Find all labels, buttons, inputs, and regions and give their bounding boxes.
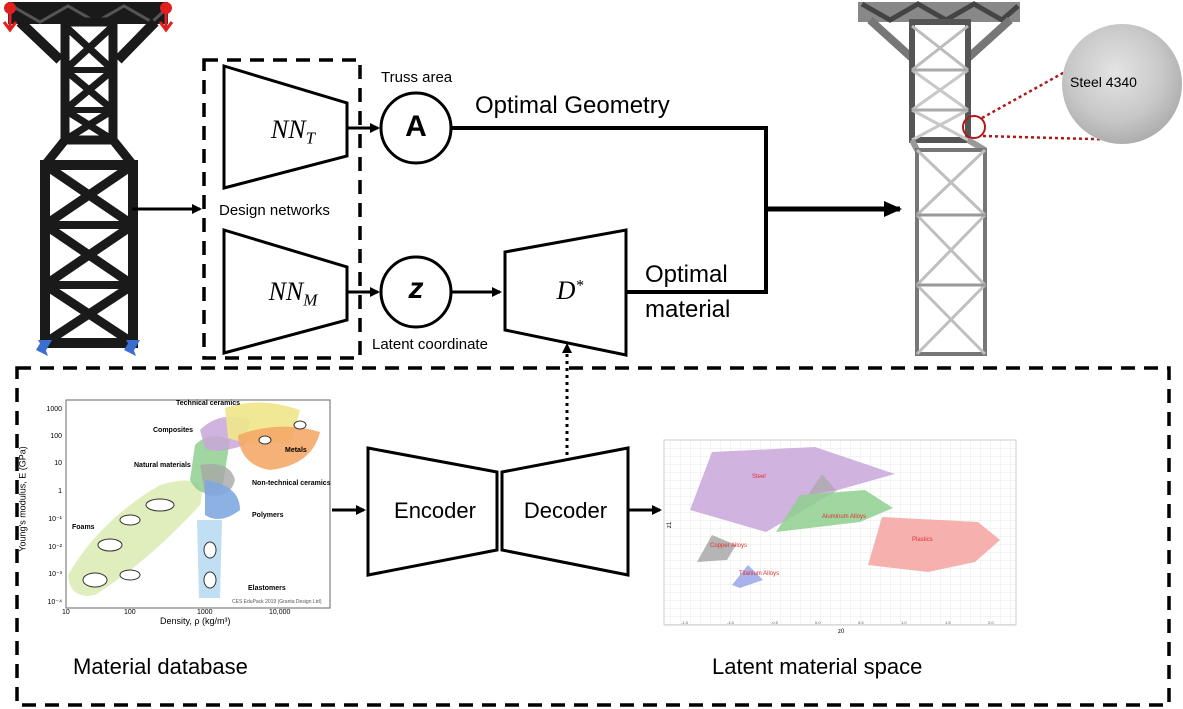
ashby-region-label: Non-technical ceramics	[252, 480, 331, 487]
optimal-material-label-1: Optimal	[645, 261, 728, 288]
decoder-star-trapezoid	[503, 228, 628, 357]
ashby-region-label: Technical ceramics	[176, 400, 241, 407]
input-truss-tower	[8, 2, 168, 348]
latent-xtick: -0.5	[771, 620, 778, 625]
ashby-xtick: 10,000	[269, 609, 291, 616]
design-networks-box	[202, 58, 362, 360]
area-node	[379, 91, 453, 165]
latent-xtick: 1.5	[945, 620, 951, 625]
ashby-region-label: Elastomers	[248, 585, 286, 592]
callout-marker	[962, 115, 986, 139]
ashby-xtick: 100	[124, 609, 136, 616]
latent-cluster-label: Aluminum Alloys	[822, 514, 867, 520]
optimal-material-label-2: material	[645, 296, 731, 323]
ashby-xtick: 1000	[197, 609, 213, 616]
decoder-trapezoid	[500, 446, 630, 577]
nn-t-trapezoid	[222, 63, 349, 190]
ashby-region-label: Metals	[285, 447, 307, 454]
load-arrows	[2, 2, 174, 33]
ashby-ytick: 10	[54, 460, 62, 467]
steel-sample-circle	[1062, 24, 1182, 144]
optimal-geometry-label: Optimal Geometry	[475, 92, 670, 119]
nn-m-trapezoid	[222, 227, 349, 355]
latent-ylabel: z1	[667, 521, 674, 529]
latent-xtick: 0.0	[815, 620, 821, 625]
truss-area-label: Truss area	[381, 69, 453, 86]
latent-xtick: -1.5	[681, 620, 688, 625]
latent-symbol: z	[408, 272, 424, 305]
latent-xtick: 1.0	[901, 620, 907, 625]
ashby-ytick: 100	[50, 433, 62, 440]
ashby-ytick: 10⁻³	[48, 571, 62, 578]
latent-cluster-label: Titanium Alloys	[739, 571, 780, 577]
latent-xlabel: z0	[838, 629, 845, 635]
latent-cluster-label: Copper Alloys	[710, 543, 748, 549]
supports	[36, 340, 140, 356]
ashby-ytick: 1	[58, 488, 62, 495]
material-learning-box	[15, 366, 1171, 707]
ashby-chart	[65, 399, 331, 609]
steel-callout-label: Steel 4340	[1070, 74, 1137, 90]
ashby-region-label: Polymers	[252, 512, 284, 519]
latent-coordinate-label: Latent coordinate	[372, 336, 488, 353]
material-database-label: Material database	[73, 654, 248, 679]
latent-cluster-label: Steel	[752, 474, 766, 480]
latent-cluster-label: Plastics	[912, 537, 933, 543]
ashby-ytick: 10⁻²	[48, 544, 62, 551]
area-symbol: A	[405, 110, 427, 143]
ashby-xtick: 10	[62, 609, 70, 616]
latent-node	[379, 255, 453, 329]
nn-m-label: NNM	[268, 277, 318, 310]
design-networks-label: Design networks	[217, 202, 332, 219]
latent-material-space-label: Latent material space	[712, 654, 923, 679]
decoder-label: Decoder	[523, 498, 608, 523]
ashby-ylabel: Young's modulus, E (GPa)	[17, 446, 28, 552]
ashby-region-label: Natural materials	[134, 462, 191, 469]
latent-space-chart	[663, 439, 1017, 626]
ashby-region-label: Foams	[72, 524, 95, 531]
ashby-credit: CES EduPack 2019 (Granta Design Ltd)	[232, 599, 322, 605]
ashby-region-label: Composites	[153, 427, 194, 434]
nn-t-label: NNT	[270, 115, 316, 148]
optimized-truss-tower	[858, 1, 1020, 356]
latent-xtick: 0.5	[858, 620, 864, 625]
ashby-ytick: 1000	[46, 406, 62, 413]
ashby-ytick: 10⁻¹	[48, 516, 62, 523]
encoder-label: Encoder	[394, 498, 476, 523]
decoder-star-label: D*	[556, 276, 584, 305]
latent-xtick: 2.0	[988, 620, 994, 625]
ashby-xlabel: Density, ρ (kg/m³)	[160, 616, 231, 626]
ashby-ytick: 10⁻⁴	[47, 599, 63, 606]
latent-xtick: -1.0	[727, 620, 734, 625]
encoder-trapezoid	[366, 446, 499, 577]
